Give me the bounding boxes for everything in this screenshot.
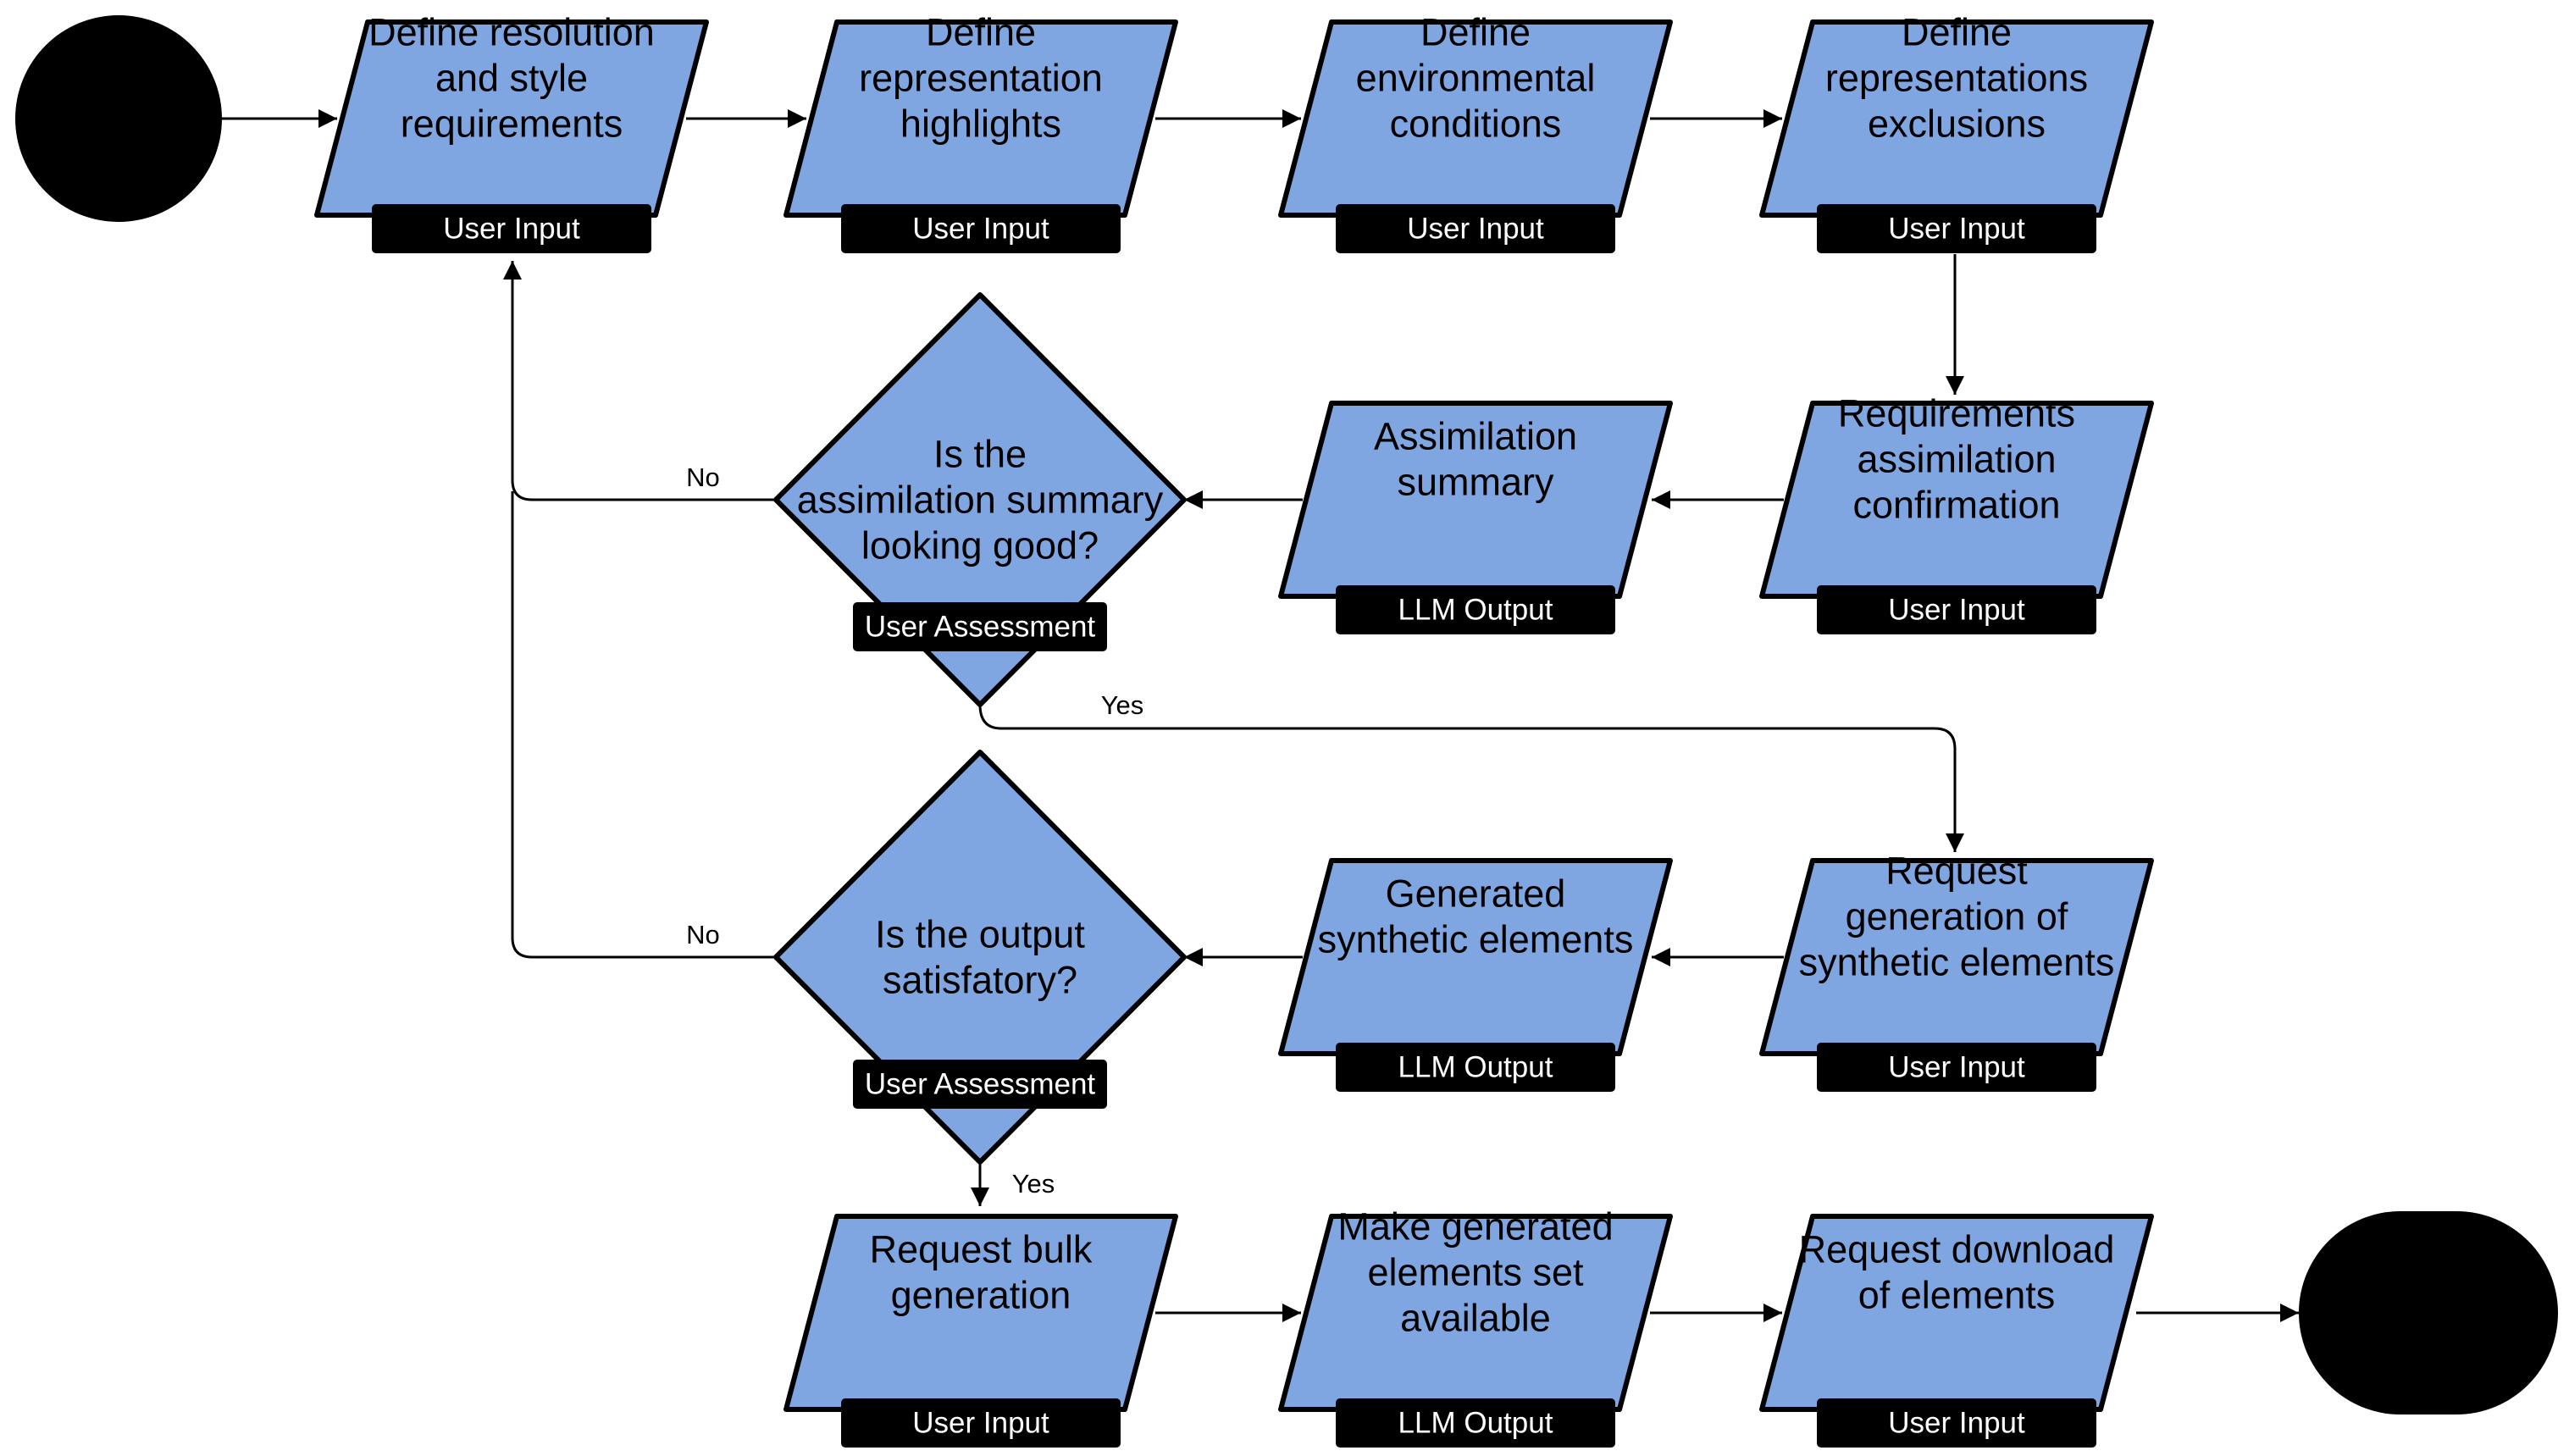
node-text-line: Assimilation [1374,415,1577,458]
node-shape [1759,858,2154,1056]
node-text-line: of elements [1858,1274,2056,1317]
node-shape [314,19,709,218]
edge-label-output-yes: Yes [1012,1169,1055,1199]
node-text-line: assimilation [1857,438,2056,481]
tag-label: User Input [1888,594,2025,627]
node-shape [1759,401,2154,599]
edge-label-output-no: No [686,920,720,949]
tag-label: User Input [1888,1407,2025,1440]
tag-label: User Assessment [865,1068,1096,1101]
node-text-line: available [1400,1297,1551,1340]
tag-badge [1817,1398,2096,1448]
edge-label-summary-yes: Yes [1101,690,1144,720]
node-text-line: generation of [1846,895,2068,938]
node-text-line: Define [1420,11,1531,54]
edges [222,109,2299,1322]
tag-label: LLM Output [1398,594,1553,627]
node-requirements-confirmation: RequirementsassimilationconfirmationUser… [1759,392,2154,634]
edge-decision-output-no [511,491,776,959]
node-text-line: Is the [933,433,1027,476]
node-shape [1278,858,1673,1056]
tag-label: LLM Output [1398,1407,1553,1440]
tag-label: User Input [1888,1051,2025,1084]
node-text-line: synthetic elements [1318,918,1634,961]
tag-label: User Input [1407,213,1544,246]
node-shape [783,1214,1178,1412]
tag-badge [841,1398,1121,1448]
tag-label: User Assessment [865,611,1096,644]
tag-label: User Input [1888,213,2025,246]
node-text-line: Is the output [875,913,1085,956]
node-text-line: Request [1885,850,2028,893]
node-shape [1278,19,1673,218]
node-text-line: elements set [1367,1251,1584,1294]
edge-decision-summary-yes [978,704,1964,852]
tag-badge [853,602,1107,651]
edge-label-summary-no: No [686,462,720,492]
node-text-line: representation [859,57,1103,100]
tag-badge [1336,1043,1615,1092]
node-text-line: Request download [1799,1228,2115,1271]
node-text-line: Generated [1386,872,1566,916]
tag-badge [1336,1398,1615,1448]
node-shape [1759,19,2154,218]
tag-label: User Input [443,213,580,246]
node-text-line: Make generated [1337,1205,1613,1248]
edge-decision-summary-no [503,261,776,501]
node-text-line: confirmation [1852,484,2060,527]
node-text-line: highlights [900,102,1061,146]
tag-badge [853,1060,1107,1109]
node-text-line: looking good? [861,524,1099,567]
tag-badge [1817,585,2096,634]
node-text-line: and style [435,57,588,100]
tag-badge [1817,1043,2096,1092]
start-node [15,15,222,222]
tag-badge [841,204,1121,253]
node-text-line: assimilation summary [797,479,1164,522]
node-shape [1759,1214,2154,1412]
node-text-line: Request bulk [870,1228,1093,1271]
node-text-line: Define [926,11,1036,54]
end-node [2299,1211,2558,1414]
node-text-line: exclusions [1868,102,2046,146]
tag-badge [1336,585,1615,634]
tag-badge [1336,204,1615,253]
tag-label: User Input [912,213,1049,246]
node-shape [1278,1214,1673,1412]
node-text-line: satisfatory? [883,959,1077,1002]
node-text-line: synthetic elements [1799,941,2115,984]
tag-badge [1817,204,2096,253]
node-text-line: representations [1825,57,2088,100]
node-text-line: Define resolution [368,11,655,54]
node-shape [1278,401,1673,599]
tag-label: LLM Output [1398,1051,1553,1084]
node-text-line: Define [1902,11,2012,54]
tag-label: User Input [912,1407,1049,1440]
node-text-line: summary [1397,461,1554,504]
node-shape [783,19,1178,218]
node-text-line: requirements [401,102,623,146]
tag-badge [372,204,651,253]
node-text-line: conditions [1390,102,1562,146]
node-text-line: environmental [1356,57,1596,100]
node-text-line: generation [891,1274,1071,1317]
node-text-line: Requirements [1838,392,2075,435]
